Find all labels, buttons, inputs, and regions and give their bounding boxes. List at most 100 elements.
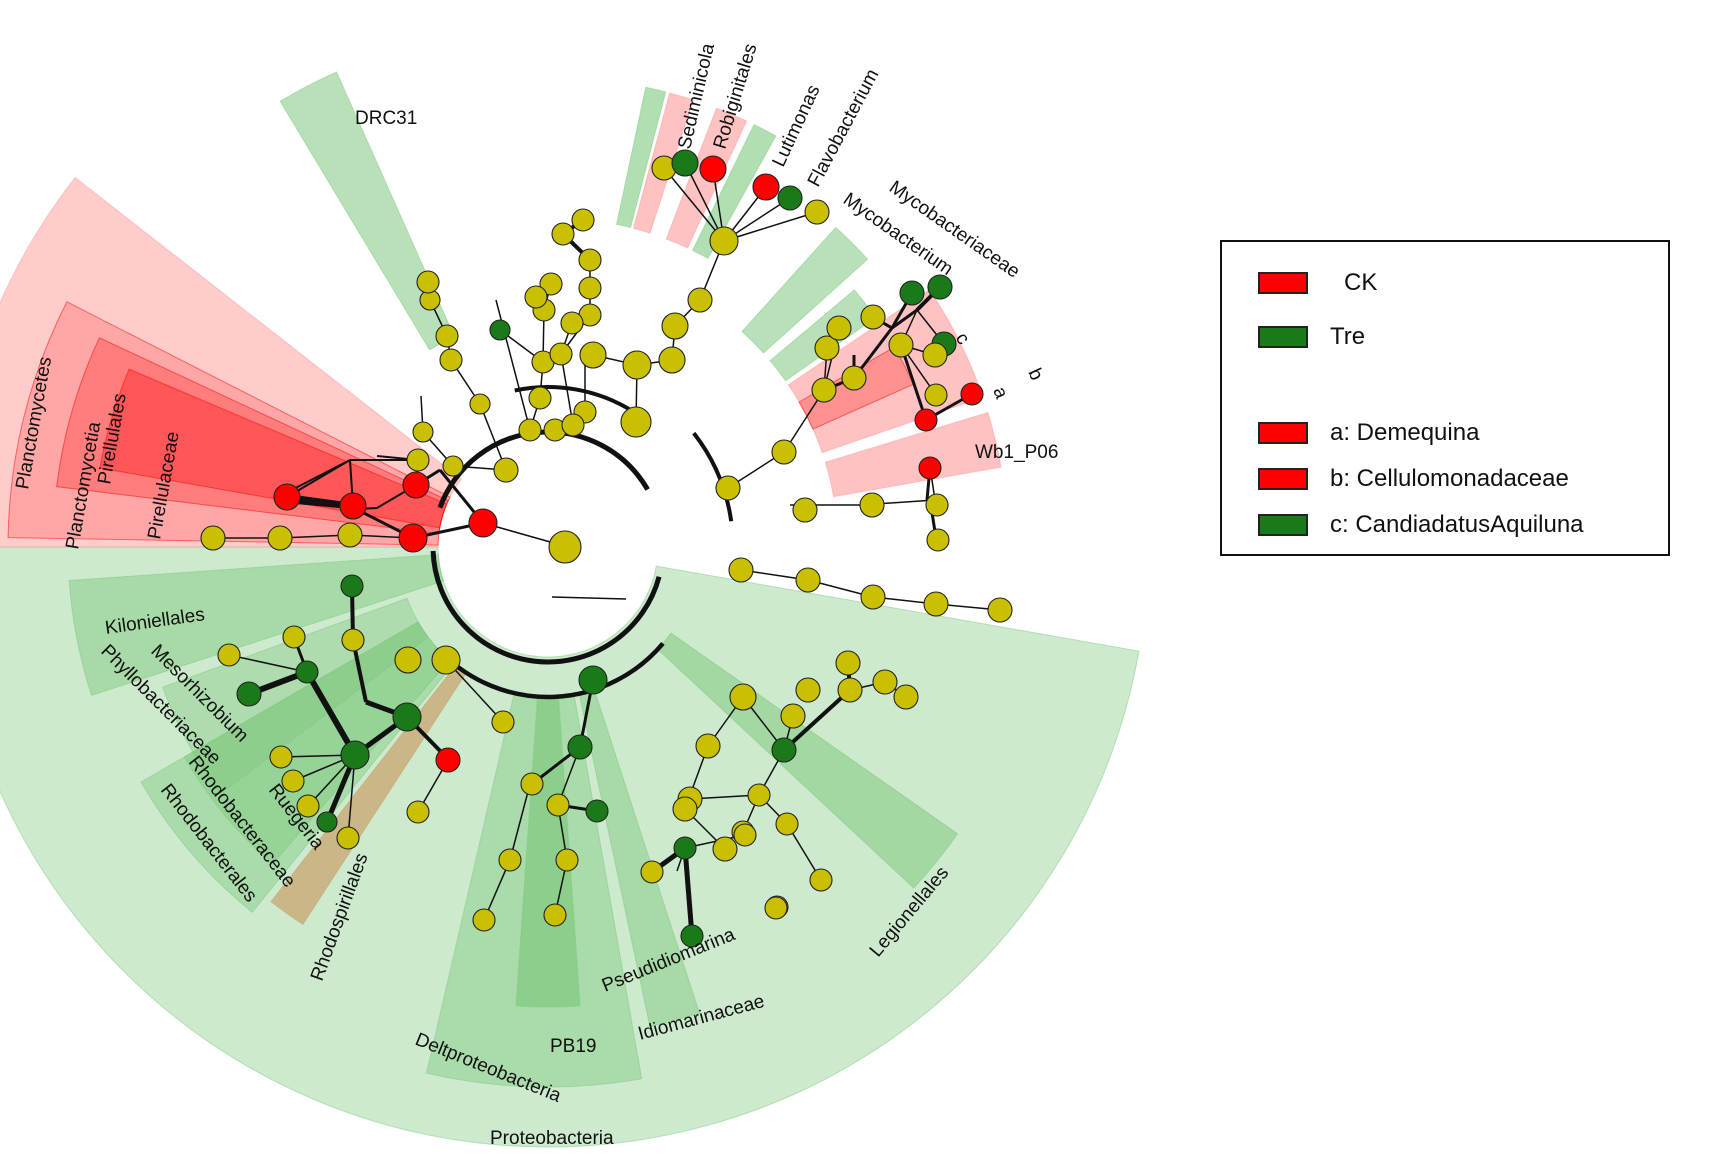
tree-nodes (200, 149, 1013, 948)
node-neutral (551, 222, 575, 246)
node-neutral (561, 413, 585, 437)
node-neutral (826, 315, 852, 341)
node-neutral (341, 628, 365, 652)
node-tre (567, 734, 593, 760)
node-tre (236, 681, 262, 707)
node-ck (699, 155, 727, 183)
node-neutral (922, 342, 948, 368)
node-neutral (792, 497, 818, 523)
node-ck (402, 471, 430, 499)
node-neutral (578, 248, 602, 272)
tree-edge (228, 654, 308, 673)
node-neutral (771, 439, 797, 465)
label-flavobacterium: Flavobacterium (804, 66, 884, 191)
node-ck (398, 523, 428, 553)
node-neutral (809, 868, 833, 892)
legend-item-tre: Tre (1258, 322, 1365, 352)
node-ck (435, 747, 461, 773)
sector-wb1-p06 (824, 411, 1002, 498)
sector-pirellulaceae (99, 368, 448, 529)
tree-edge (304, 670, 358, 757)
node-tre (340, 740, 370, 770)
node-neutral (549, 342, 573, 366)
node-tre (927, 274, 953, 300)
node-tre (578, 665, 608, 695)
node-neutral (804, 199, 830, 225)
node-neutral (435, 324, 459, 348)
node-neutral (733, 823, 757, 847)
node-neutral (860, 304, 886, 330)
node-neutral (658, 346, 686, 374)
tree-edge (899, 344, 928, 421)
node-neutral (859, 492, 885, 518)
sector-mycobacteriaceae (741, 226, 869, 354)
tree-edge (782, 688, 852, 752)
tree-edge (509, 783, 531, 861)
node-neutral (775, 812, 799, 836)
node-neutral (814, 335, 840, 361)
node-neutral (872, 669, 898, 695)
node-tre (899, 280, 925, 306)
node-neutral (442, 455, 464, 477)
node-neutral (520, 772, 544, 796)
legend-item-ck: CK (1258, 268, 1377, 298)
node-neutral (579, 341, 607, 369)
root-arc-lower (430, 550, 662, 665)
node-neutral (795, 567, 821, 593)
node-neutral (795, 677, 821, 703)
node-neutral (729, 683, 757, 711)
label-pb19: PB19 (550, 1036, 596, 1057)
node-neutral (893, 684, 919, 710)
node-ck (752, 173, 780, 201)
legend-label-key-a: a: Demequina (1330, 419, 1480, 446)
node-neutral (524, 285, 548, 309)
tree-edge (560, 353, 574, 426)
node-neutral (491, 710, 515, 734)
node-neutral (709, 226, 739, 256)
node-ck (339, 492, 367, 520)
node-neutral (200, 525, 226, 551)
legend-swatch-key-a (1258, 422, 1308, 444)
legend: CK Tre a: Demequina b: Cellulomonadaceae… (1220, 240, 1670, 556)
tree-edge (551, 596, 627, 600)
sector-flavobacterium (691, 123, 777, 260)
node-neutral (620, 406, 652, 438)
node-ck (914, 408, 938, 432)
node-neutral (539, 272, 563, 296)
node-ck (468, 508, 498, 538)
node-neutral (412, 421, 434, 443)
node-neutral (715, 475, 741, 501)
node-neutral (780, 703, 806, 729)
node-neutral (217, 643, 241, 667)
node-neutral (469, 393, 491, 415)
node-tre (316, 811, 338, 833)
upper-arc (514, 385, 634, 414)
node-neutral (416, 270, 440, 294)
sector-rhodobacteraceae (183, 621, 451, 865)
node-neutral (543, 903, 567, 927)
node-neutral (281, 769, 305, 793)
node-tre (392, 702, 422, 732)
legend-label-key-b: b: Cellulomonadaceae (1330, 465, 1569, 492)
node-neutral (764, 896, 788, 920)
node-neutral (548, 530, 582, 564)
node-tre (680, 924, 704, 948)
node-neutral (518, 418, 542, 442)
actino-arc (692, 431, 734, 522)
proteobacteria-arc (440, 641, 665, 700)
label-b: b (1023, 365, 1047, 383)
node-neutral (439, 348, 463, 372)
node-neutral (472, 908, 496, 932)
node-neutral (925, 493, 949, 517)
node-neutral (837, 677, 863, 703)
node-neutral (728, 557, 754, 583)
node-tre (295, 660, 319, 684)
node-neutral (811, 377, 837, 403)
label-a: a (988, 384, 1012, 402)
node-neutral (528, 386, 552, 410)
tree-edge (495, 299, 531, 431)
root-arc-upper (437, 429, 650, 509)
sector-drc31 (279, 71, 456, 351)
legend-label-tre: Tre (1330, 323, 1366, 350)
tree-edge (682, 847, 695, 937)
